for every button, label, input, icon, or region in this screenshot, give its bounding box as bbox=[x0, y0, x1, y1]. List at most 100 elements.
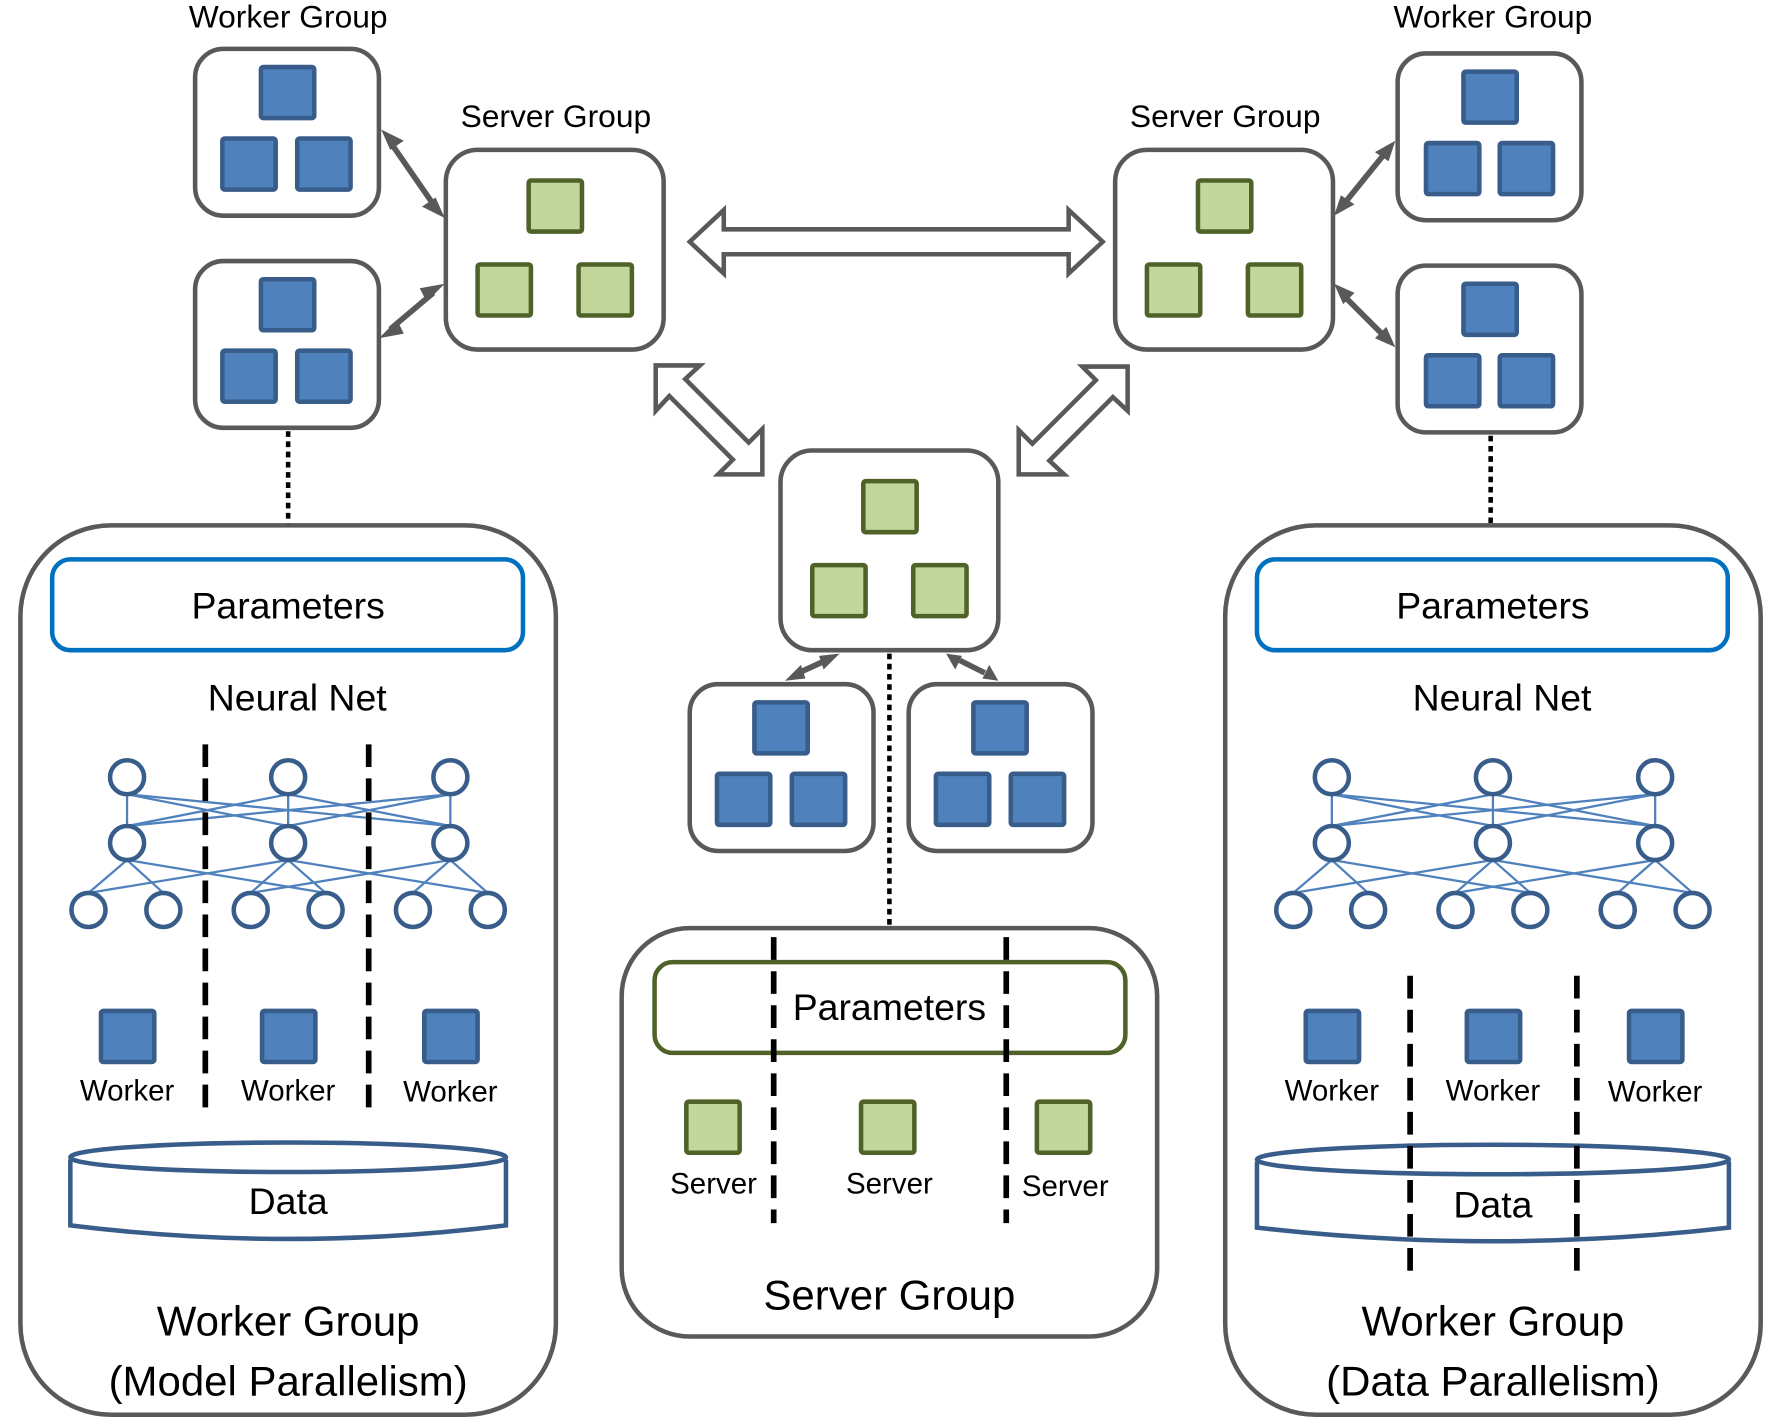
server-label: Server bbox=[1022, 1170, 1109, 1203]
nn-edge bbox=[1293, 858, 1494, 895]
server-group-box-top-right bbox=[1112, 147, 1336, 352]
panel-title: Worker Group bbox=[1362, 1297, 1625, 1344]
nn-node bbox=[1436, 890, 1475, 930]
nn-node bbox=[1673, 890, 1712, 930]
worker-icon bbox=[752, 700, 810, 756]
server-icon bbox=[861, 478, 919, 535]
worker-group-box-top-right-2 bbox=[1395, 263, 1584, 435]
nn-edge bbox=[1492, 859, 1532, 894]
worker-label: Worker bbox=[403, 1076, 498, 1109]
label-server-group-top-right: Server Group bbox=[1130, 98, 1321, 134]
worker-icon bbox=[1626, 1008, 1685, 1065]
worker-icon bbox=[1423, 352, 1482, 409]
nn-node bbox=[1312, 757, 1352, 797]
worker-icon bbox=[422, 1008, 480, 1065]
worker-icon bbox=[1008, 771, 1067, 828]
nn-node bbox=[306, 890, 345, 930]
nn-node bbox=[1348, 890, 1388, 930]
worker-icon bbox=[971, 700, 1029, 756]
parameters-box bbox=[1254, 557, 1731, 653]
worker-icon bbox=[294, 348, 353, 404]
worker-icon bbox=[220, 348, 278, 404]
nn-node bbox=[431, 757, 470, 797]
parameters-label: Parameters bbox=[793, 986, 986, 1028]
worker-group-panel-model-parallelism: Parameters Neural Net Worker Worker Work… bbox=[18, 523, 559, 1418]
server-icon bbox=[809, 562, 868, 619]
worker-label: Worker bbox=[1446, 1075, 1541, 1108]
worker-icon bbox=[789, 771, 848, 828]
nn-edge bbox=[1492, 858, 1693, 895]
panel-title: Worker Group bbox=[157, 1297, 420, 1344]
worker-icon bbox=[1461, 281, 1520, 338]
worker-label: Worker bbox=[1285, 1075, 1380, 1108]
server-icon bbox=[526, 178, 585, 234]
server-icon bbox=[910, 562, 969, 619]
worker-icon bbox=[220, 136, 278, 192]
nn-edge bbox=[1616, 859, 1656, 894]
bidirectional-arrow-icon bbox=[1334, 140, 1396, 216]
neural-net-label: Neural Net bbox=[1413, 676, 1592, 718]
server-group-box-center bbox=[778, 448, 1001, 653]
server-icon bbox=[576, 262, 635, 318]
server-group-panel: Parameters Server Server Server Server G… bbox=[619, 925, 1160, 1339]
worker-label: Worker bbox=[80, 1075, 175, 1108]
nn-node bbox=[231, 890, 270, 930]
nn-edge bbox=[412, 859, 452, 894]
nn-node bbox=[1273, 890, 1313, 930]
worker-group-box-center-left bbox=[687, 681, 876, 854]
data-label: Data bbox=[1453, 1183, 1532, 1225]
bidirectional-arrow-icon bbox=[946, 653, 999, 681]
server-group-box-top-left bbox=[443, 147, 666, 352]
nn-edge bbox=[126, 858, 326, 895]
nn-edge bbox=[1331, 793, 1494, 828]
bidirectional-arrow-icon bbox=[381, 129, 445, 218]
worker-icon bbox=[1464, 1008, 1523, 1065]
nn-node bbox=[1598, 890, 1638, 930]
nn-edge bbox=[250, 858, 451, 895]
bidirectional-arrow-icon bbox=[785, 653, 840, 681]
nn-edge bbox=[88, 858, 289, 895]
label-worker-group-top-left: Worker Group bbox=[189, 0, 388, 34]
nn-edge bbox=[126, 793, 289, 828]
server-icon bbox=[1034, 1099, 1093, 1155]
neural-net-graph bbox=[1273, 757, 1712, 930]
nn-edge bbox=[287, 858, 488, 895]
worker-group-box-top-left-1 bbox=[192, 46, 382, 218]
nn-node bbox=[268, 757, 308, 797]
data-label: Data bbox=[249, 1180, 328, 1222]
parameters-label: Parameters bbox=[191, 584, 384, 626]
neural-net-graph bbox=[69, 757, 508, 930]
nn-edge bbox=[1331, 859, 1369, 894]
nn-node bbox=[1635, 823, 1675, 863]
worker-group-panel-data-parallelism: Parameters Neural Net Worker Worker Work… bbox=[1222, 523, 1763, 1418]
nn-node bbox=[393, 890, 433, 930]
bidirectional-arrow-icon bbox=[1334, 283, 1396, 348]
server-label: Server bbox=[846, 1168, 933, 1201]
nn-edge bbox=[126, 859, 165, 894]
nn-edge bbox=[87, 859, 128, 894]
worker-group-box-top-right-1 bbox=[1395, 51, 1584, 223]
data-cylinder-icon bbox=[1254, 1142, 1732, 1244]
hollow-double-arrow-icon bbox=[653, 363, 765, 477]
server-icon bbox=[1245, 262, 1304, 318]
worker-group-box-top-left-2 bbox=[192, 258, 382, 431]
hollow-double-arrow-icon bbox=[1016, 364, 1130, 477]
worker-icon bbox=[1303, 1008, 1362, 1065]
nn-node bbox=[69, 890, 108, 930]
nn-node bbox=[1635, 757, 1675, 797]
parameters-label: Parameters bbox=[1396, 584, 1589, 626]
worker-icon bbox=[1461, 69, 1520, 125]
panel-title: Server Group bbox=[763, 1271, 1015, 1318]
server-icon bbox=[1144, 262, 1203, 318]
nn-edge bbox=[126, 793, 451, 828]
nn-node bbox=[1312, 823, 1352, 863]
nn-node bbox=[268, 823, 308, 863]
bidirectional-arrow-icon bbox=[378, 283, 445, 339]
nn-edge bbox=[287, 859, 327, 894]
nn-edge bbox=[1292, 859, 1333, 894]
parameters-box bbox=[49, 557, 526, 653]
worker-icon bbox=[259, 1008, 318, 1065]
worker-icon bbox=[714, 771, 773, 828]
nn-edge bbox=[1654, 859, 1694, 894]
